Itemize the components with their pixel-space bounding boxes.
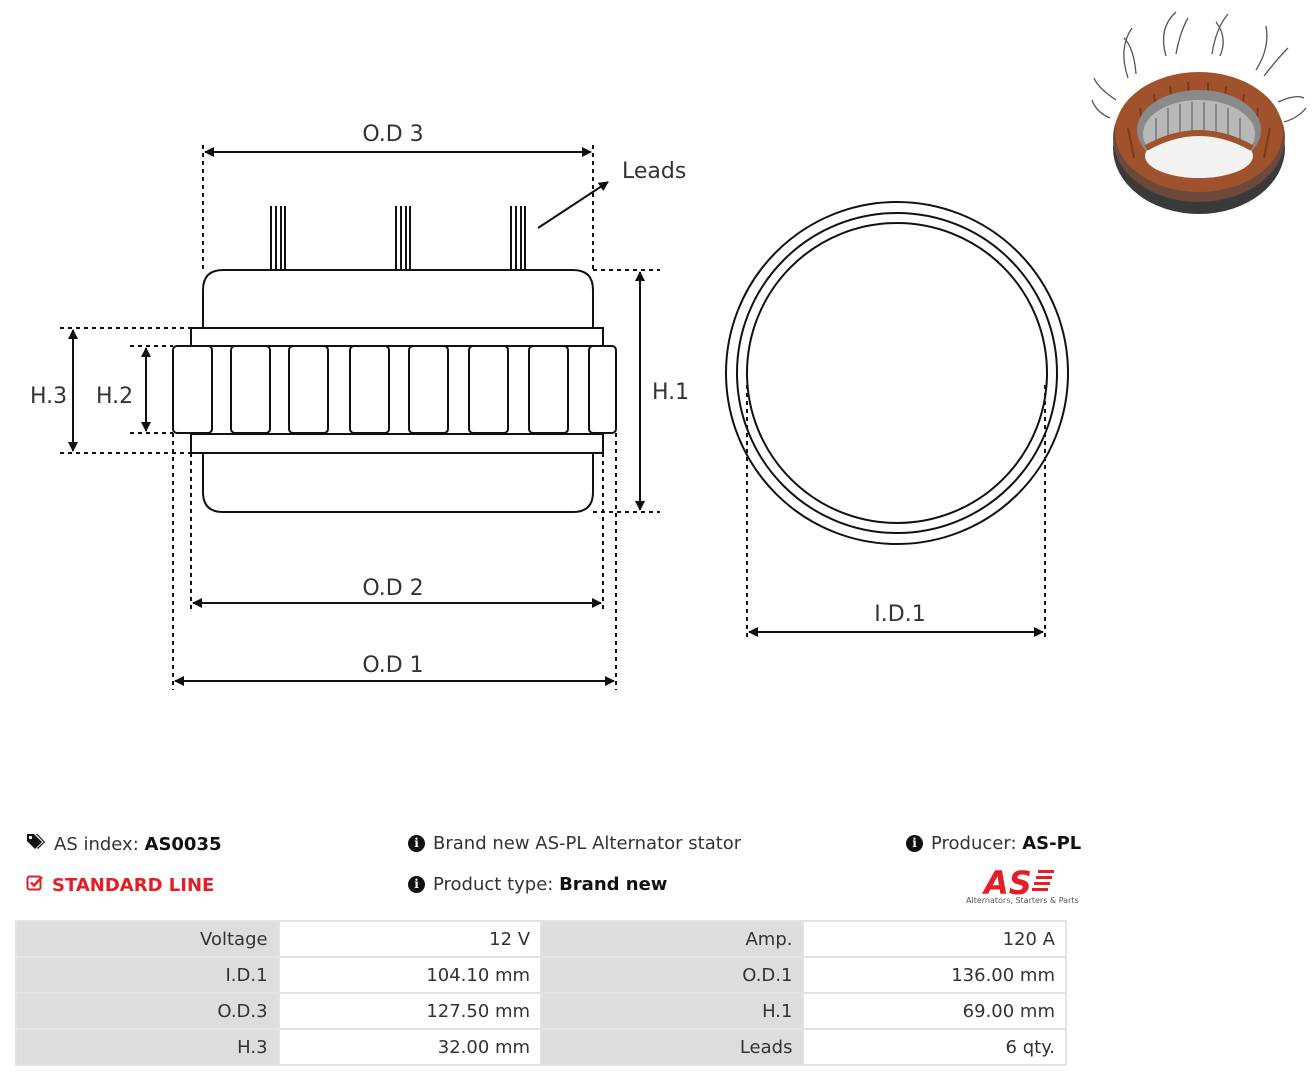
as-index-row: AS index: AS0035 bbox=[26, 833, 222, 856]
producer-label: Producer: bbox=[931, 833, 1017, 854]
logo-subtitle: Alternators, Starters & Parts bbox=[966, 896, 1079, 905]
product-type-label: Product type: bbox=[433, 874, 554, 895]
producer-value: AS-PL bbox=[1022, 833, 1082, 854]
od3-label: O.D 3 bbox=[362, 122, 423, 147]
table-row: Voltage 12 V Amp. 120 A bbox=[15, 920, 1067, 958]
upper-winding bbox=[202, 269, 594, 328]
as-pl-logo: AS bbox=[960, 864, 1070, 908]
spec-key: Leads bbox=[540, 1028, 805, 1066]
lead-wires bbox=[270, 206, 526, 270]
spec-value: 6 qty. bbox=[802, 1028, 1067, 1066]
producer-row: i Producer: AS-PL bbox=[906, 833, 1081, 854]
as-index-label: AS index: bbox=[54, 834, 139, 855]
od2-label: O.D 2 bbox=[362, 576, 423, 601]
h2-label: H.2 bbox=[96, 384, 133, 409]
svg-text:AS: AS bbox=[981, 864, 1032, 898]
spec-key: Voltage bbox=[15, 920, 280, 958]
table-row: O.D.3 127.50 mm H.1 69.00 mm bbox=[15, 992, 1067, 1030]
od1-label: O.D 1 bbox=[362, 653, 423, 678]
description-row: i Brand new AS-PL Alternator stator bbox=[408, 833, 741, 854]
h1-label: H.1 bbox=[652, 380, 689, 405]
leads-label: Leads bbox=[622, 159, 686, 184]
table-row: H.3 32.00 mm Leads 6 qty. bbox=[15, 1028, 1067, 1066]
product-type-row: i Product type: Brand new bbox=[408, 874, 667, 895]
core-plate-top bbox=[190, 327, 604, 347]
spec-key: O.D.1 bbox=[540, 956, 805, 994]
spec-key: I.D.1 bbox=[15, 956, 280, 994]
inner-ring bbox=[746, 222, 1048, 524]
check-square-icon bbox=[26, 874, 44, 897]
standard-line-row: STANDARD LINE bbox=[26, 874, 214, 897]
standard-line-label: STANDARD LINE bbox=[52, 875, 215, 896]
product-photo bbox=[1088, 8, 1310, 218]
spec-value: 136.00 mm bbox=[802, 956, 1067, 994]
spec-value: 127.50 mm bbox=[277, 992, 543, 1030]
lower-winding bbox=[202, 453, 594, 513]
as-index-value: AS0035 bbox=[144, 834, 222, 855]
stator-teeth bbox=[172, 345, 617, 434]
table-row: I.D.1 104.10 mm O.D.1 136.00 mm bbox=[15, 956, 1067, 994]
spec-value: 32.00 mm bbox=[277, 1028, 543, 1066]
spec-key: H.1 bbox=[540, 992, 805, 1030]
description-text: Brand new AS-PL Alternator stator bbox=[433, 833, 742, 854]
info-circle-icon: i bbox=[408, 835, 425, 852]
spec-value: 104.10 mm bbox=[277, 956, 543, 994]
spec-value: 120 A bbox=[802, 920, 1067, 958]
middle-ring bbox=[736, 212, 1058, 534]
outer-ring bbox=[725, 201, 1069, 545]
technical-drawing: O.D 3 Leads H.1 H.2 H.3 O.D 2 O.D 1 I.D.… bbox=[30, 122, 1069, 690]
info-circle-icon: i bbox=[906, 835, 923, 852]
spec-key: O.D.3 bbox=[15, 992, 280, 1030]
spec-value: 12 V bbox=[277, 920, 543, 958]
spec-value: 69.00 mm bbox=[802, 992, 1067, 1030]
core-plate-bottom bbox=[190, 433, 604, 454]
product-type-value: Brand new bbox=[559, 874, 668, 895]
spec-key: Amp. bbox=[540, 920, 805, 958]
h3-label: H.3 bbox=[30, 384, 67, 409]
specs-table: Voltage 12 V Amp. 120 A I.D.1 104.10 mm … bbox=[15, 920, 1067, 1066]
spec-key: H.3 bbox=[15, 1028, 280, 1066]
id1-label: I.D.1 bbox=[874, 602, 925, 627]
tags-icon bbox=[26, 833, 46, 856]
info-circle-icon: i bbox=[408, 876, 425, 893]
